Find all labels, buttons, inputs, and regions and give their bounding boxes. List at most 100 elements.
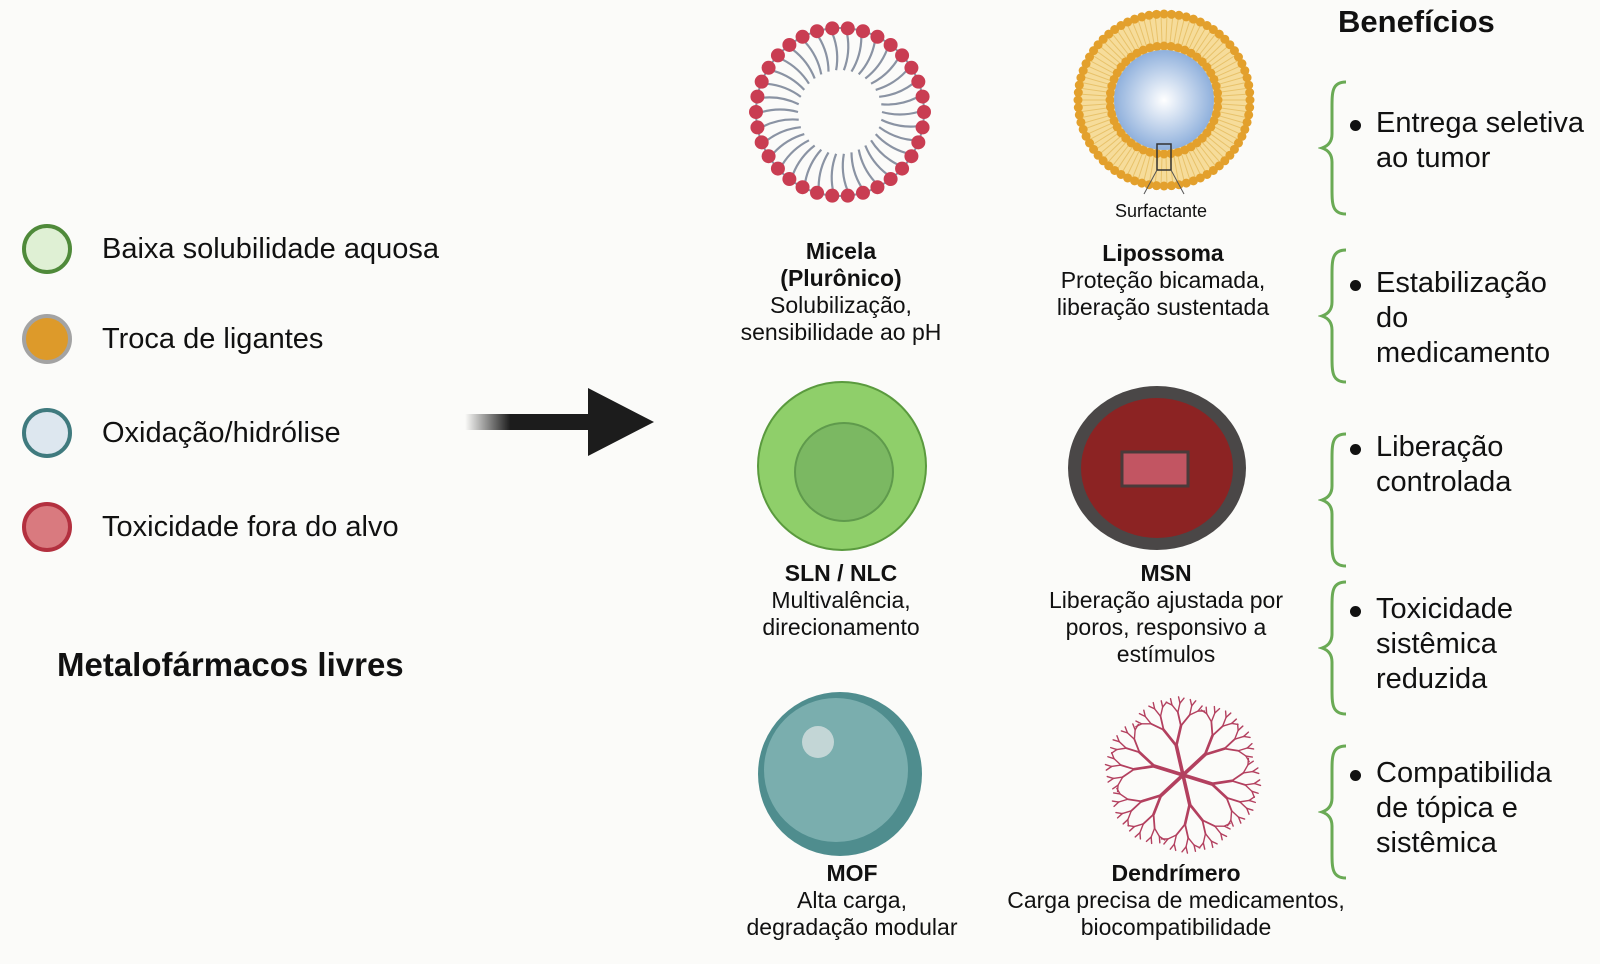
caption-sln-nlc: SLN / NLC Multivalência, direcionamento xyxy=(762,560,919,641)
lipid-tail xyxy=(881,96,918,106)
lipid-tail xyxy=(766,126,801,142)
lipid-tail xyxy=(791,144,816,175)
lipid-tail xyxy=(804,41,823,75)
surfactant-label: Surfactante xyxy=(1115,201,1208,221)
carrier-desc: Multivalência, xyxy=(771,587,911,613)
carrier-desc: sensibilidade ao pH xyxy=(740,319,942,345)
micelle-icon xyxy=(749,21,931,203)
lipid-head xyxy=(761,60,776,75)
lipid-tail xyxy=(850,36,863,73)
brace-icon xyxy=(1318,580,1347,716)
brace-icon xyxy=(1318,432,1347,568)
caption-msn: MSN Liberação ajustada por poros, respon… xyxy=(1049,560,1283,668)
bullet-icon xyxy=(1350,120,1361,131)
lipid-head xyxy=(761,149,776,164)
lipid-tail xyxy=(857,149,876,183)
sln-nlc-icon xyxy=(757,381,927,551)
carrier-name: Micela xyxy=(805,238,877,264)
lipid-tail xyxy=(773,69,806,91)
lipid-tail xyxy=(870,58,899,85)
lipid-tail xyxy=(879,82,914,98)
brace-icon xyxy=(1318,744,1347,880)
lipid-head xyxy=(870,29,885,44)
lipid-head xyxy=(915,89,930,104)
lipid-head xyxy=(825,21,840,36)
caption-mof: MOF Alta carga, degradação modular xyxy=(747,860,958,941)
carrier-desc: Alta carga, xyxy=(797,887,907,913)
caption-liposome: Lipossoma Proteção bicamada, liberação s… xyxy=(1057,240,1269,321)
lipid-tail xyxy=(767,82,802,98)
lipid-head xyxy=(795,29,810,44)
lipid-tail xyxy=(881,110,919,116)
lipid-head xyxy=(770,48,785,63)
lipid-head xyxy=(855,185,870,200)
lipid-head xyxy=(915,120,930,135)
lipid-head xyxy=(883,172,898,187)
arrow-right-icon xyxy=(465,388,654,456)
lipid-head xyxy=(917,105,931,119)
lipid-head xyxy=(749,105,763,119)
brace-icon xyxy=(1318,248,1347,384)
lipid-head xyxy=(754,135,769,150)
liposome-icon xyxy=(1073,9,1255,195)
lipid-head xyxy=(770,161,785,176)
lipid-tail xyxy=(781,58,810,85)
lipid-head xyxy=(810,24,825,39)
lipid-head xyxy=(911,135,926,150)
legend-item-oxidation: Oxidação/hidrólise xyxy=(22,408,341,458)
lipid-head xyxy=(855,24,870,39)
lipid-head xyxy=(750,120,765,135)
carrier-name: Dendrímero xyxy=(1111,860,1241,886)
carrier-desc: Solubilização, xyxy=(770,292,912,318)
lipid-head xyxy=(904,149,919,164)
carrier-name: MOF xyxy=(826,860,878,886)
legend-label: Troca de ligantes xyxy=(102,322,324,355)
lipid-head xyxy=(904,60,919,75)
lipid-head xyxy=(911,74,926,89)
lipid-head xyxy=(750,89,765,104)
lipid-head xyxy=(840,21,855,36)
carrier-desc: biocompatibilidade xyxy=(1080,914,1272,940)
carrier-name-sub: (Plurônico) xyxy=(780,265,902,291)
lipid-head xyxy=(795,180,810,195)
legend-swatch-red xyxy=(22,502,72,552)
lipid-tail xyxy=(817,151,830,188)
lipid-tail xyxy=(875,70,908,91)
carrier-desc: liberação sustentada xyxy=(1056,294,1270,320)
lipid-tail xyxy=(781,139,810,166)
lipid-tail xyxy=(841,153,849,191)
msn-icon xyxy=(1068,386,1246,550)
carrier-desc: estímulos xyxy=(1116,641,1216,667)
carrier-desc: Liberação ajustada por xyxy=(1049,587,1283,613)
lipid-tail xyxy=(762,118,799,128)
legend-swatch-blue xyxy=(22,408,72,458)
lipid-head xyxy=(895,48,910,63)
lipid-head xyxy=(782,37,797,52)
lipid-tail xyxy=(850,152,863,188)
lipid-tail xyxy=(842,34,850,71)
lipid-tail xyxy=(874,133,907,155)
carrier-name: MSN xyxy=(1140,560,1192,586)
legend-item-off-target-toxicity: Toxicidade fora do alvo xyxy=(22,502,399,552)
brace-icon xyxy=(1318,80,1347,216)
carrier-name: SLN / NLC xyxy=(784,560,898,586)
lipid-tail xyxy=(763,96,800,106)
bullet-icon xyxy=(1350,606,1361,617)
lipid-head xyxy=(870,180,885,195)
dendrimer-icon xyxy=(1104,696,1262,854)
caption-micelle: Micela (Plurônico) Solubilização, sensib… xyxy=(741,238,942,346)
legend-label: Baixa solubilidade aquosa xyxy=(102,232,439,265)
lipid-tail xyxy=(864,49,889,80)
lipid-tail xyxy=(857,41,876,76)
lipid-tail xyxy=(870,139,899,166)
lipid-tail xyxy=(761,108,799,114)
carrier-desc: direcionamento xyxy=(762,614,920,640)
legend-swatch-orange xyxy=(22,314,72,364)
carrier-name: Lipossoma xyxy=(1102,240,1224,266)
legend-swatch-green xyxy=(22,224,72,274)
mof-icon xyxy=(758,692,922,856)
lipid-tail xyxy=(792,48,816,79)
